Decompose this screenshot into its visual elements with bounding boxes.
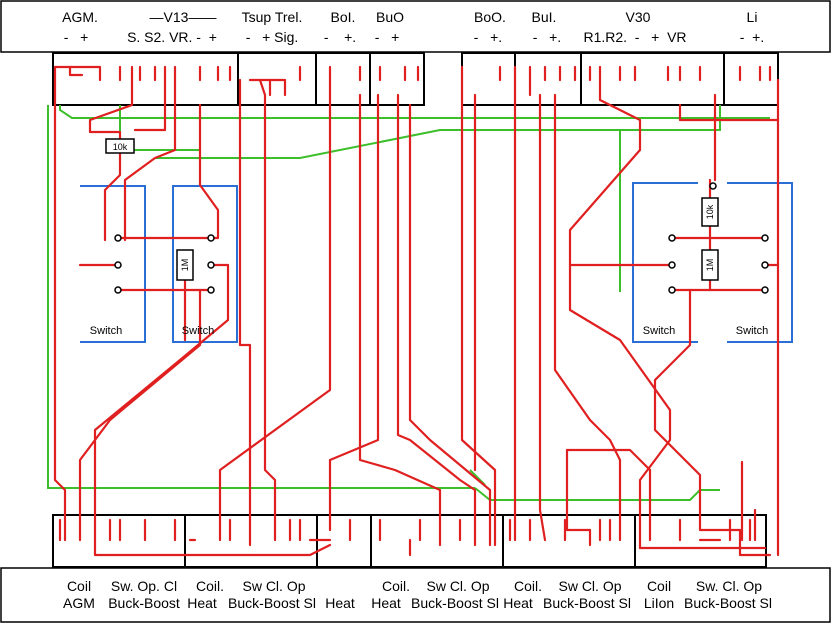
bottom-label-line2: Buck-Boost Sl — [543, 595, 631, 611]
top-label-li: Li — [747, 9, 758, 25]
switch-label: Switch — [736, 325, 768, 337]
switch-label: Switch — [643, 325, 675, 337]
red-wires — [53, 65, 780, 557]
top-label-boo: BoO. — [474, 9, 506, 25]
bottom-label-line1: Coil. — [382, 578, 410, 594]
resistor-label: 10k — [113, 142, 128, 152]
top-pins-boo: - +. — [474, 29, 502, 45]
switch-frame-3 — [632, 182, 698, 343]
top-pins-agm: - + — [64, 29, 89, 45]
bottom-label-line1: Coil. — [196, 578, 224, 594]
resistor-label: 1M — [180, 259, 190, 272]
top-block-bui — [514, 52, 582, 106]
green-wire-c — [155, 105, 721, 159]
top-pins-buo: - + — [375, 29, 400, 45]
bottom-label-line1: Sw. Cl. Op — [696, 578, 762, 594]
top-label-agm: AGM. — [62, 9, 98, 25]
switch-label: Switch — [182, 325, 214, 337]
top-pins-v13: S. S2. VR. - + — [127, 29, 217, 45]
switch-frame-2 — [172, 185, 238, 343]
top-block-v30 — [580, 52, 725, 106]
switch-frame-1 — [80, 185, 146, 343]
green-wire-a — [119, 105, 770, 151]
top-label-buo: BuO — [376, 9, 404, 25]
bottom-label-line2: Heat — [187, 595, 217, 611]
bottom-label-line1: Sw Cl. Op — [426, 578, 489, 594]
bottom-label-line2: Heat — [371, 595, 401, 611]
bottom-label-line2: AGM — [63, 595, 95, 611]
top-block-agm-v13 — [52, 52, 239, 106]
top-label-bui: BuI. — [532, 9, 557, 25]
top-label-bar — [0, 0, 831, 53]
bottom-label-line2: Heat — [325, 595, 355, 611]
bottom-label-line2: Buck-Boost Sl — [684, 595, 772, 611]
bottom-label-line1: Coil — [67, 578, 91, 594]
resistor-label: 1M — [705, 259, 715, 272]
top-pins-boi: - +. — [324, 29, 356, 45]
bottom-label-line2: Buck-Boost Sl — [228, 595, 316, 611]
bottom-block-4 — [370, 514, 504, 568]
bottom-label-line2: Buck-Boost Sl — [411, 595, 499, 611]
top-pins-v30: R1.R2. - + VR — [583, 29, 686, 45]
green-wire-e — [474, 487, 720, 501]
switch-label: Switch — [90, 325, 122, 337]
bottom-label-line2: LiIon — [644, 595, 674, 611]
bottom-label-line1: Sw Cl. Op — [242, 578, 305, 594]
resistor-10k-right: 10k — [701, 197, 719, 227]
top-label-v30: V30 — [626, 9, 651, 25]
top-pins-li: - +. — [740, 29, 765, 45]
bottom-block-5 — [502, 514, 636, 568]
top-connector-blocks — [52, 52, 779, 106]
green-wire-d — [47, 105, 475, 489]
top-label-v13: —V13—— — [150, 9, 217, 25]
resistor-10k-left: 10k — [105, 138, 135, 154]
top-label-boi: BoI. — [331, 9, 356, 25]
bottom-label-line1: Sw. Op. Cl — [111, 578, 177, 594]
resistor-label: 10k — [705, 204, 715, 219]
bottom-label-line1: Coil. — [514, 578, 542, 594]
bottom-label-line1: Coil — [647, 578, 671, 594]
top-block-boo — [461, 52, 516, 106]
top-pins-bui: - +. — [533, 29, 561, 45]
top-pins-tsup: - + Sig. — [246, 29, 299, 45]
top-label-tsup: Tsup Trel. — [242, 9, 303, 25]
bottom-label-bar — [0, 567, 831, 623]
switch-frame-4 — [727, 182, 793, 343]
bottom-label-line2: Buck-Boost — [108, 595, 180, 611]
green-wire-b — [59, 105, 200, 119]
bottom-label-line2: Heat — [503, 595, 533, 611]
bottom-label-line1: Sw Cl. Op — [558, 578, 621, 594]
switch-frames — [80, 182, 793, 343]
switch-contacts — [114, 182, 769, 294]
top-labels: AGM. - + —V13—— S. S2. VR. - + Tsup Trel… — [62, 9, 764, 45]
top-block-boi — [315, 52, 371, 106]
resistor-1m-left: 1M — [176, 249, 194, 281]
bottom-labels: Coil AGM Sw. Op. Cl Buck-Boost Coil. Hea… — [63, 578, 772, 611]
resistor-1m-right: 1M — [701, 249, 719, 281]
